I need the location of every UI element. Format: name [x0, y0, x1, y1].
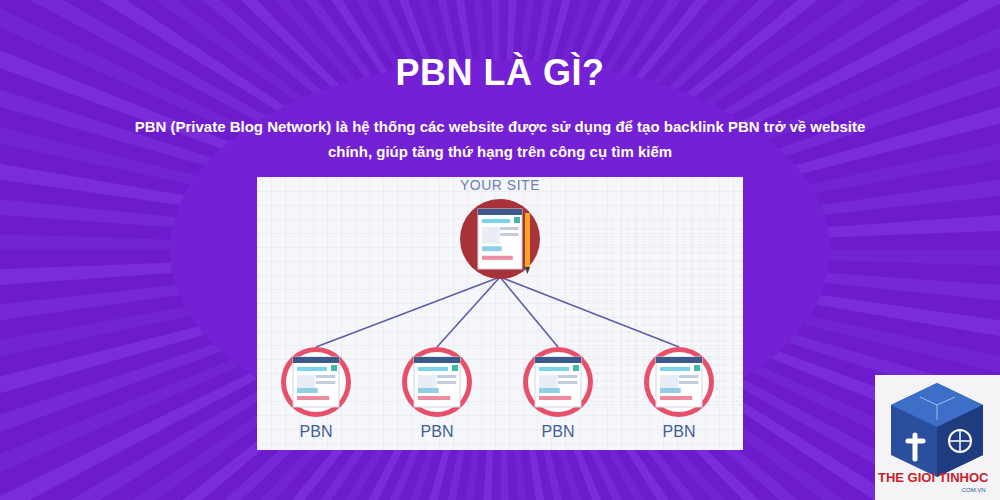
node-label: PBN: [421, 423, 454, 441]
connector-line: [316, 277, 500, 347]
page-title: PBN LÀ GÌ?: [0, 52, 1000, 94]
blog-icon: [400, 345, 474, 419]
page-caption: PBN (Private Blog Network) là hệ thống c…: [130, 114, 870, 164]
blog-icon: [642, 345, 716, 419]
blog-icon: [279, 345, 353, 419]
pbn-node: PBN: [518, 345, 598, 441]
node-label: YOUR SITE: [460, 177, 540, 193]
pbn-node: PBN: [639, 345, 719, 441]
site-icon: [458, 197, 542, 281]
logo-domain: .COM.VN: [960, 487, 986, 493]
blog-icon: [521, 345, 595, 419]
node-label: PBN: [542, 423, 575, 441]
main-site-node: YOUR SITE: [455, 177, 545, 281]
logo-text: THE GIOI TINHOC: [878, 470, 989, 485]
connector-line: [437, 277, 500, 347]
pbn-node: PBN: [276, 345, 356, 441]
node-label: PBN: [663, 423, 696, 441]
node-label: PBN: [300, 423, 333, 441]
pbn-node: PBN: [397, 345, 477, 441]
connector-line: [500, 277, 679, 347]
